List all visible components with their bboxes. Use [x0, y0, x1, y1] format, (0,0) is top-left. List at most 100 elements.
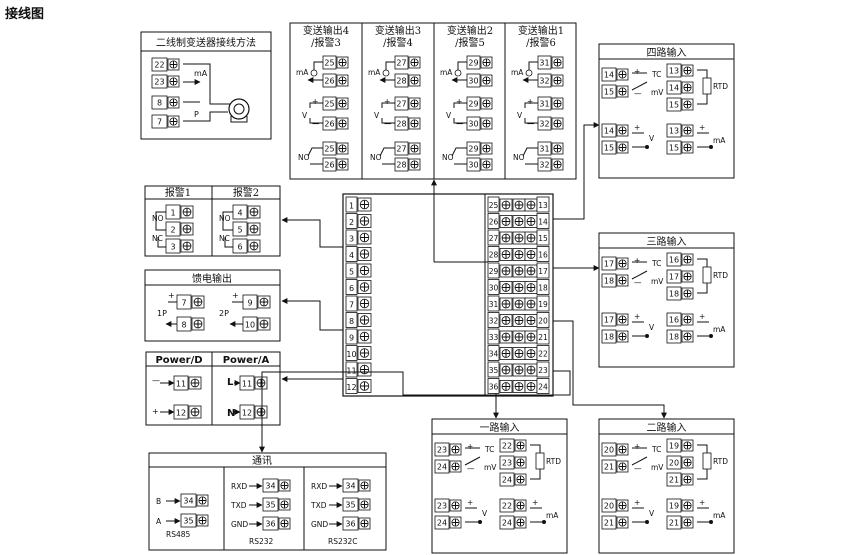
terminal-number-box — [345, 345, 358, 361]
screw-head-icon — [501, 217, 511, 226]
screw-head-icon — [526, 382, 536, 391]
screw-head-icon — [618, 259, 627, 268]
screw-head-icon — [683, 501, 692, 510]
screw-head-icon — [553, 119, 562, 128]
wire — [183, 111, 228, 122]
terminal-number-box — [487, 295, 500, 312]
terminal-number-box — [536, 361, 550, 378]
plus: + — [699, 498, 705, 507]
screw-head-icon — [526, 349, 536, 358]
terminal-number-box — [536, 229, 550, 246]
terminal-number-box — [666, 63, 682, 78]
rs232-pin: GND — [231, 520, 248, 529]
output-title: 变送输出3 — [375, 24, 421, 37]
terminal-number-box — [499, 515, 515, 530]
terminal-number-box — [180, 513, 197, 528]
screw-head-icon — [501, 283, 511, 292]
screw-head-icon — [514, 332, 524, 342]
rtd-label: RTD — [546, 457, 561, 466]
rs232c-pin: RXD — [311, 482, 327, 491]
terminal-number: 30 — [468, 161, 478, 170]
screw-head-icon — [514, 266, 524, 276]
ma-label: mA — [440, 68, 453, 77]
terminal-number-box — [151, 57, 168, 72]
terminal-number-box — [666, 329, 682, 344]
terminal-number: 18 — [538, 284, 548, 293]
wire — [313, 61, 323, 70]
rtd-icon — [702, 452, 712, 470]
terminal-dot — [645, 334, 649, 338]
terminal-number: 25 — [489, 201, 499, 210]
input-one-box — [431, 418, 568, 554]
wire — [381, 118, 395, 124]
wire — [385, 61, 395, 70]
terminal-number-box — [487, 312, 500, 328]
terminal-number-box — [666, 123, 682, 138]
terminal-number-box — [666, 438, 682, 453]
terminal-number-box — [345, 328, 358, 345]
screw-head-icon — [516, 441, 525, 450]
wire — [224, 237, 233, 248]
output-title: 变送输出1 — [518, 24, 564, 37]
terminal-number: 17 — [669, 273, 679, 282]
terminal-number-box — [666, 455, 682, 470]
plus: + — [699, 123, 705, 132]
terminal-number: 22 — [154, 61, 164, 70]
terminal-number-box — [666, 80, 682, 95]
mv-label: mV — [651, 88, 664, 97]
terminal-number: 23 — [538, 366, 548, 375]
terminal-number: 15 — [604, 144, 614, 153]
terminal-number-box — [536, 262, 550, 279]
terminal-number: 22 — [538, 350, 548, 359]
two-wire-box — [140, 31, 272, 140]
screw-head-icon — [516, 458, 525, 467]
terminal-number: 4 — [237, 209, 242, 218]
input-three-box — [598, 232, 735, 368]
terminal-number: 4 — [349, 251, 354, 260]
screw-head-icon — [683, 83, 692, 92]
screw-head-icon — [683, 100, 692, 109]
terminal-number-box — [487, 229, 500, 246]
screw-head-icon — [683, 441, 692, 450]
v-label: V — [649, 323, 655, 332]
terminal-number: 20 — [669, 459, 679, 468]
output-subtitle: /报警6 — [526, 36, 556, 49]
plus: + — [634, 498, 640, 507]
terminal-number-box — [434, 459, 450, 474]
terminal-number-box — [601, 67, 617, 82]
terminal-number: 32 — [539, 120, 549, 129]
screw-head-icon — [526, 283, 536, 292]
minus: — — [527, 119, 535, 128]
terminal-number-box — [345, 213, 358, 229]
screw-head-icon — [618, 501, 627, 510]
terminal-number-box — [487, 279, 500, 295]
tc-label: TC — [651, 70, 661, 79]
screw-head-icon — [482, 76, 491, 85]
plus: + — [527, 97, 533, 106]
rtd-icon — [702, 77, 712, 95]
screw-head-icon — [190, 378, 200, 388]
screw-head-icon — [514, 316, 524, 325]
terminal-number-box — [487, 262, 500, 279]
plus: + — [467, 442, 473, 451]
screw-head-icon — [359, 348, 370, 358]
terminal-number: 25 — [324, 145, 334, 154]
terminal-number: 29 — [468, 59, 478, 68]
terminal-number: 15 — [604, 88, 614, 97]
terminal-number: 35 — [265, 501, 275, 510]
screw-head-icon — [526, 250, 536, 259]
terminal-number: 21 — [604, 463, 614, 472]
screw-head-icon — [683, 475, 692, 484]
v-label: V — [482, 509, 488, 518]
ma-label: mA — [713, 136, 726, 145]
terminal-dot — [709, 520, 713, 524]
screw-head-icon — [618, 143, 627, 152]
screw-head-icon — [514, 365, 524, 375]
wire — [259, 371, 343, 453]
terminal-number: 33 — [489, 333, 499, 342]
terminal-number: 32 — [489, 317, 499, 326]
terminal-number-box — [536, 213, 550, 229]
minus: — — [312, 119, 320, 128]
terminal-number: 34 — [489, 350, 499, 359]
